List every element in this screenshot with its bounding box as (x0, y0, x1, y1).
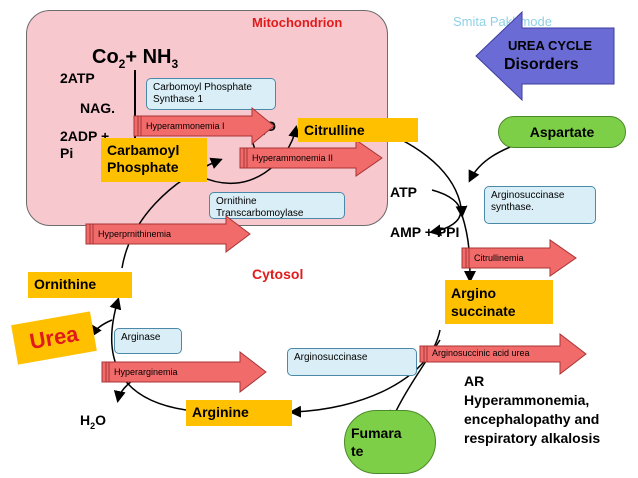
fumarate-node: Fumara te (344, 410, 436, 474)
ornithine-box: Ornithine (28, 272, 132, 298)
atp2-label: 2ATP (60, 70, 95, 86)
water-mito-label: H2O (250, 118, 277, 137)
aspartate-node: Aspartate (498, 116, 626, 148)
hyperornithinemia-label: Hyperprnithinemia (98, 229, 172, 239)
water-cytosol-label: H2O (80, 412, 107, 431)
co2-label: Co2+ NH3 (92, 46, 179, 71)
argininosuccinic-aciduria-note: AR Hyperammonemia, encephalopathy and re… (464, 373, 601, 446)
urea-box: Urea (11, 311, 97, 365)
amp-ppi-label: AMP + PPI (390, 224, 460, 240)
cytosol-label: Cytosol (252, 266, 304, 282)
banner-title: UREA CYCLE (508, 38, 593, 53)
mitochondrion-label: Mitochondrion (252, 15, 343, 30)
banner-subtitle: Disorders (504, 56, 579, 73)
citrulline-box: Citrulline (298, 118, 418, 142)
arginase-enzyme-box: Arginase (114, 328, 182, 354)
carbamoyl-phosphate-box: Carbamoyl Phosphate (101, 138, 207, 182)
arginine-box: Arginine (186, 400, 292, 426)
hyperammonemia-2-label: Hyperammonemia II (252, 153, 334, 163)
argininosuccinic-aciduria-label: Arginosuccinic acid urea (432, 348, 530, 358)
nag-label: NAG. (80, 100, 115, 116)
asl-enzyme-box: Arginosuccinase (287, 348, 417, 376)
adp-label: 2ADP + Pi (60, 128, 110, 161)
citrullinemia-label: Citrullinemia (474, 253, 524, 263)
hyperarginemia-label: Hyperarginemia (114, 367, 178, 377)
hyperammonemia-1-label: Hyperammonemia I (146, 121, 225, 131)
atp-label: ATP (390, 184, 417, 200)
argininosuccinate-box: Argino succinate (445, 280, 553, 324)
otc-enzyme-box: Ornithine Transcarbomoylase (209, 192, 345, 219)
ass-enzyme-box: Arginosuccinase synthase. (484, 186, 596, 224)
cps1-enzyme-box: Carbomoyl Phosphate Synthase 1 (146, 78, 276, 110)
author-label: Smita Pakhmode (453, 14, 552, 29)
urea-label: Urea (27, 320, 81, 355)
